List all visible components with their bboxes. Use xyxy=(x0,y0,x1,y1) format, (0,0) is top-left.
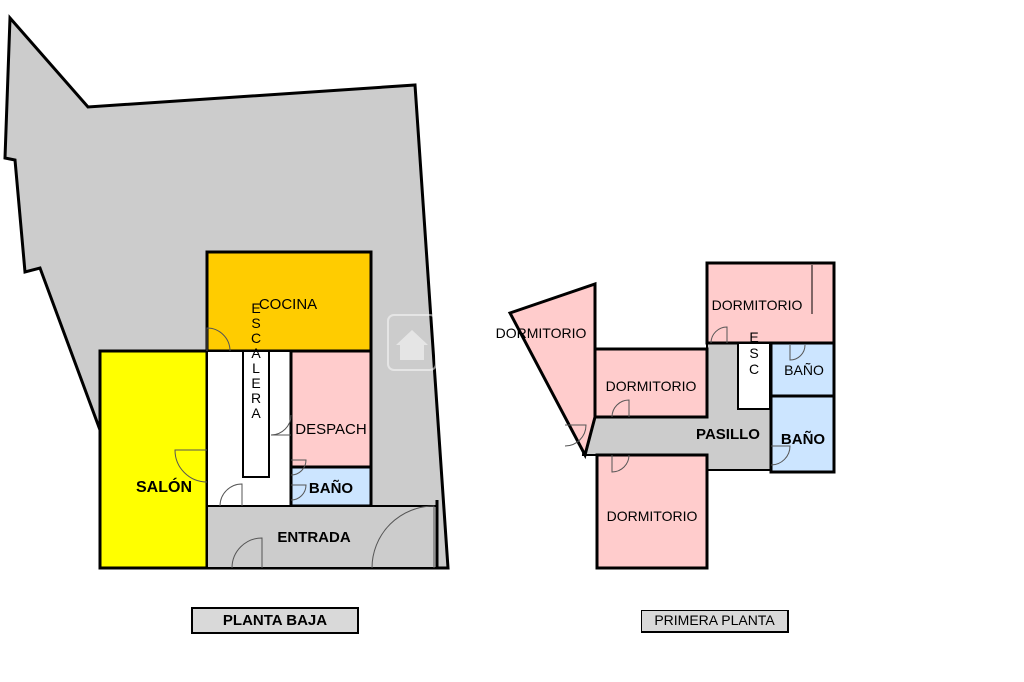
cocina-label: COCINA xyxy=(259,296,317,313)
door-icon xyxy=(611,399,630,418)
despacho-room xyxy=(289,349,373,469)
door-icon xyxy=(290,484,307,501)
door-icon xyxy=(219,483,243,507)
entrada-room xyxy=(206,505,438,569)
first-floor-caption: PRIMERA PLANTA xyxy=(641,610,789,633)
salon-label: SALÓN xyxy=(136,477,192,496)
door-icon xyxy=(770,445,791,466)
despacho-label: DESPACH xyxy=(295,421,366,438)
bano-label: BAÑO xyxy=(309,479,353,497)
bano-2-label: BAÑO xyxy=(781,430,825,448)
bano-room xyxy=(289,465,373,508)
door-icon xyxy=(710,326,728,344)
bano-1-room xyxy=(769,341,836,398)
escalera-room xyxy=(242,350,270,478)
door-icon xyxy=(290,459,307,476)
door-icon xyxy=(611,454,630,473)
bano-2-room xyxy=(769,394,836,474)
door-icon xyxy=(206,327,231,352)
ground-floor-caption: PLANTA BAJA xyxy=(191,607,359,634)
door-icon xyxy=(231,537,263,569)
esc-label: ESC xyxy=(746,329,762,377)
dormitorio-4-room xyxy=(705,261,836,345)
door-icon xyxy=(789,344,806,361)
dormitorio-2-room xyxy=(593,347,709,419)
house-logo-watermark-icon xyxy=(387,314,437,371)
door-icon xyxy=(371,505,435,569)
esc-room xyxy=(737,342,771,410)
dormitorio-1-label: DORMITORIO xyxy=(496,325,587,341)
dormitorio-2-label: DORMITORIO xyxy=(606,378,697,394)
salon-room xyxy=(98,349,209,570)
door-icon xyxy=(564,424,587,447)
door-icon xyxy=(174,449,208,483)
dormitorio-3-room xyxy=(595,453,709,570)
bano-1-label: BAÑO xyxy=(784,362,824,378)
pasillo-label: PASILLO xyxy=(696,426,760,443)
door-icon xyxy=(270,414,292,436)
escalera-label: ESCALERA xyxy=(248,300,264,420)
dormitorio-1-room xyxy=(507,281,597,460)
entrada-label: ENTRADA xyxy=(277,529,350,546)
dormitorio-3-label: DORMITORIO xyxy=(607,508,698,524)
dormitorio-4-label: DORMITORIO xyxy=(712,297,803,313)
cocina-room xyxy=(205,250,373,353)
